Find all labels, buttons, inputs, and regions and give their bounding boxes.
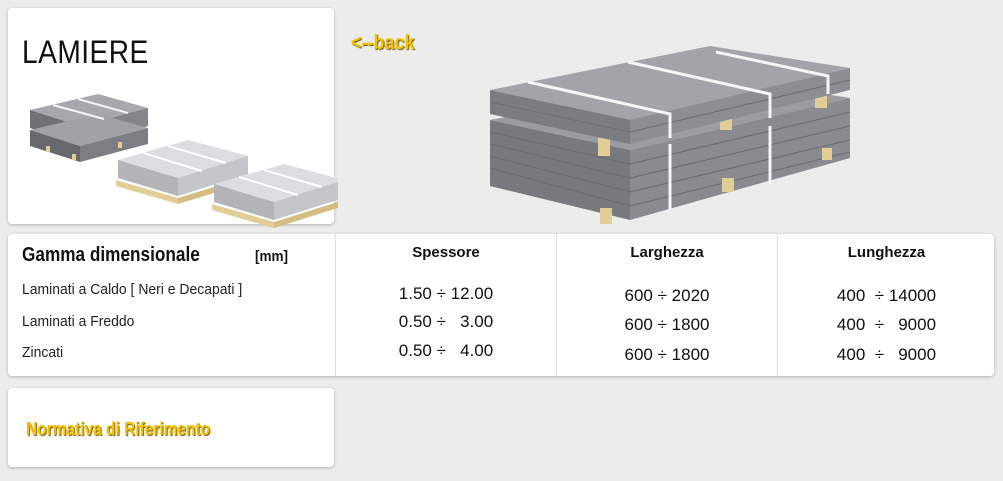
label-column: Gamma dimensionale [mm] Laminati a Caldo…	[8, 234, 334, 376]
row-label: Zincati	[22, 344, 64, 361]
normativa-link[interactable]: Normativa di Riferimento	[26, 419, 211, 439]
table-cell: 600 ÷ 1800	[624, 315, 710, 334]
table-cell: 400 ÷ 14000	[836, 286, 937, 305]
stacked-sheet-metal-pallets-icon	[30, 94, 338, 228]
back-link[interactable]: <--back	[351, 32, 415, 54]
table-cell: 0.50 ÷ 4.00	[398, 341, 494, 360]
table-cell: 400 ÷ 9000	[836, 315, 937, 334]
row-label: Laminati a Freddo	[22, 313, 135, 330]
table-cell: 400 ÷ 9000	[836, 345, 937, 364]
table-heading: Gamma dimensionale	[22, 244, 200, 266]
column-header: Spessore	[412, 244, 480, 261]
table-cell: 600 ÷ 1800	[624, 345, 710, 364]
column-header: Lunghezza	[847, 244, 926, 261]
steel-sheet-stack-icon	[489, 46, 851, 224]
larghezza-column: Larghezza 600 ÷ 2020 600 ÷ 1800 600 ÷ 18…	[556, 234, 777, 376]
title-panel: LAMIERE	[8, 8, 338, 228]
table-cell: 1.50 ÷ 12.00	[398, 284, 494, 303]
table-cell: 0.50 ÷ 3.00	[398, 312, 494, 331]
row-label: Laminati a Caldo [ Neri e Decapati ]	[22, 281, 243, 298]
spessore-column: Spessore 1.50 ÷ 12.00 0.50 ÷ 3.00 0.50 ÷…	[335, 234, 556, 376]
normativa-panel: Normativa di Riferimento	[8, 388, 334, 467]
dimension-table: Gamma dimensionale [mm] Laminati a Caldo…	[8, 234, 994, 376]
unit-label: [mm]	[255, 248, 289, 265]
lunghezza-column: Lunghezza 400 ÷ 14000 400 ÷ 9000 400 ÷ 9…	[777, 234, 995, 376]
page-title: LAMIERE	[22, 34, 149, 70]
column-header: Larghezza	[630, 244, 704, 261]
table-cell: 600 ÷ 2020	[624, 286, 710, 305]
